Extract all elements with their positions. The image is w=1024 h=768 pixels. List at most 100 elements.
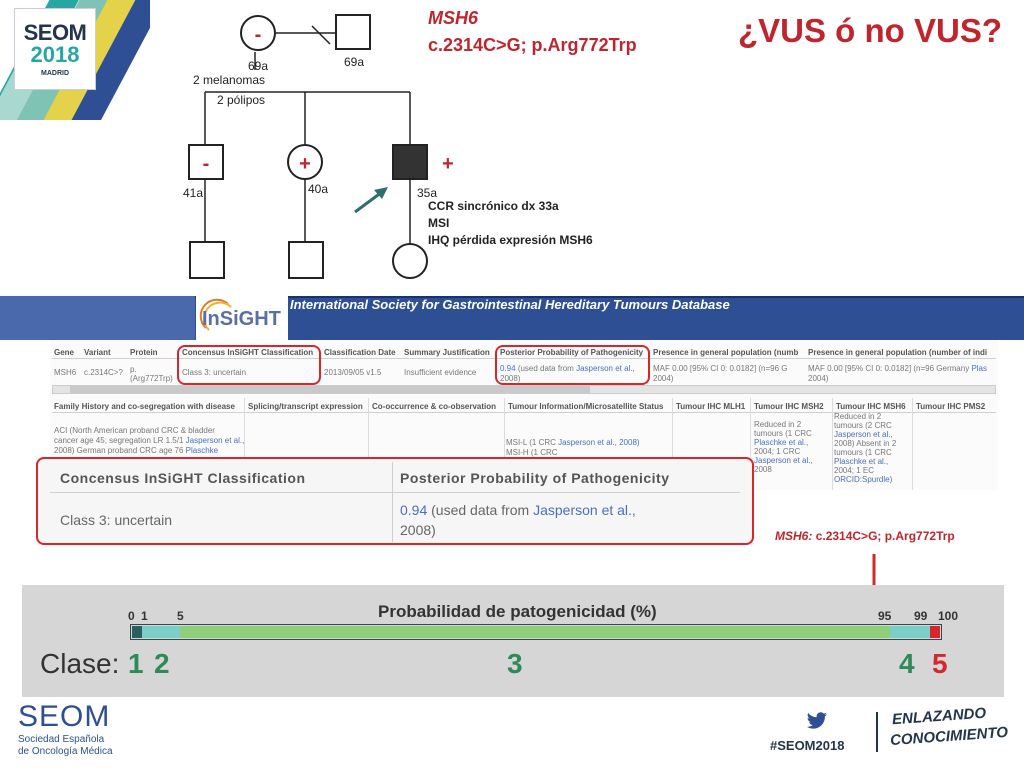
grandchild3-symbol	[392, 243, 428, 279]
td2-family-2-link[interactable]: Jasperson et al.,	[185, 436, 245, 445]
th2-ihc-msh2: Tumour IHC MSH2	[754, 402, 824, 411]
td-justification: Insufficient evidence	[404, 368, 477, 377]
proband-note-ccr: CCR sincrónico dx 33a	[428, 199, 559, 213]
td-presence1b: 2004)	[653, 374, 674, 383]
child2-sign: +	[299, 153, 311, 175]
class-label: Clase:	[40, 648, 120, 679]
highlight-classification	[177, 345, 321, 385]
child1-sign: -	[203, 153, 210, 175]
td-probability: 0.94 (used data from Jasperson et al.,	[500, 364, 635, 373]
variant-label-variant: c.2314C>G; p.Arg772Trp	[815, 529, 955, 543]
footer-slogan-line1: ENLAZANDO	[891, 704, 987, 729]
td2-msh6-4: tumours (1 CRC	[834, 448, 892, 457]
td2-tumour-1-link[interactable]: Jasperson et al., 2008)	[558, 438, 640, 447]
td-protein: p.	[130, 365, 137, 374]
zoom-header-probability: Posterior Probability of Pathogenicity	[400, 470, 670, 486]
td2-tumour-1: MSI-L (1 CRC Jasperson et al., 2008)	[506, 438, 640, 447]
footer-society-line2: de Oncología Médica	[18, 746, 113, 757]
td2-msh6-1: tumours (2 CRC	[834, 421, 892, 430]
td-probability-year: 2008)	[500, 374, 521, 383]
zoom-prob-link[interactable]: Jasperson et al.,	[533, 502, 636, 518]
th2-ihc-pms2: Tumour IHC PMS2	[916, 402, 986, 411]
gene-name: MSH6	[428, 8, 479, 28]
footer-society-line1: Sociedad Española	[18, 734, 105, 745]
segment-class-3	[180, 626, 890, 638]
class-5-label: 5	[932, 648, 948, 679]
grandmother-note-polyps: 2 pólipos	[217, 93, 265, 107]
zoom-probability-value: 0.94 (used data from Jasperson et al.,20…	[400, 500, 740, 540]
insight-logo-text: InSiGHT	[202, 308, 281, 330]
td-classification: Class 3: uncertain	[182, 368, 247, 377]
td2-family-1: ACI (North American proband CRC & bladde…	[54, 426, 215, 435]
td2-msh6-2[interactable]: Jasperson et al.,	[834, 430, 893, 439]
grandmother-note-melanomas: 2 melanomas	[193, 73, 265, 87]
td-presence1: MAF 0.00 [95% CI 0: 0.0182] (n=96 G	[653, 364, 788, 373]
table-scrollbar-thumb[interactable]	[70, 386, 590, 393]
th-probability: Posterior Probability of Pathogenicity	[500, 348, 644, 357]
td2-msh6-6: 2004; 1 EC	[834, 466, 875, 475]
tick-0: 0	[128, 609, 135, 623]
zoom-header-classification: Concensus InSiGHT Classification	[60, 470, 306, 486]
tick-5: 5	[177, 609, 184, 623]
probability-bar	[130, 624, 942, 640]
logo-seom-text: SEOM	[23, 19, 87, 45]
variant-label-gene: MSH6:	[775, 529, 813, 543]
class-4-label: 4	[899, 648, 915, 679]
child1-symbol	[188, 144, 224, 180]
td2-msh6-5[interactable]: Plaschke et al.,	[834, 457, 889, 466]
database-header-left	[0, 296, 195, 340]
td2-family-2-text: cancer age 45; segregation LR 1.5/1	[54, 436, 184, 445]
td2-family-3-link[interactable]: Plaschke	[185, 446, 219, 455]
footer-divider	[876, 712, 878, 752]
footer-slogan-line2: CONOCIMIENTO	[889, 723, 1009, 750]
td-probability-value: 0.94	[500, 364, 516, 373]
proband-sign: +	[442, 153, 454, 175]
grandfather-symbol	[335, 14, 371, 50]
td2-family-3: 2008) German proband CRC age 76 Plaschke	[54, 446, 218, 455]
tick-100: 100	[938, 609, 959, 623]
th-classification: Concensus InSiGHT Classification	[182, 348, 314, 357]
footer-hashtag: #SEOM2018	[770, 738, 845, 753]
grandmother-symbol	[240, 15, 276, 51]
insight-logo: InSiGHT	[196, 296, 288, 340]
th2-ihc-msh6: Tumour IHC MSH6	[836, 402, 906, 411]
td2-msh6-3: 2008) Absent in 2	[834, 439, 897, 448]
logo-city-text: MADRID	[41, 69, 69, 77]
class-1-label: 1	[128, 648, 144, 679]
footer-seom-logo: SEOM	[18, 700, 111, 733]
proband-arrow	[354, 190, 383, 214]
zoomed-classification-panel	[36, 457, 754, 545]
th-gene: Gene	[54, 348, 75, 357]
probability-scale-panel	[22, 585, 1004, 697]
td-variant: c.2314C>?	[84, 368, 123, 377]
td-probability-link[interactable]: Jasperson et al.,	[576, 364, 635, 373]
grandfather-age: 69a	[344, 55, 364, 69]
td2-msh6-7[interactable]: ORCID:Spurdle)	[834, 475, 893, 484]
tick-99: 99	[914, 609, 928, 623]
grandmother-age: 69a	[248, 59, 268, 73]
segment-class-2	[142, 626, 180, 638]
pedigree-chart: - 69a 2 melanomas 2 pólipos 69a - 41a + …	[183, 14, 454, 279]
td2-mlh1-2[interactable]: Plaschke et al.,	[754, 438, 809, 447]
th2-tumour: Tumour Information/Microsatellite Status	[508, 402, 664, 411]
variant-label: MSH6: c.2314C>G; p.Arg772Trp	[775, 529, 955, 543]
grandchild1-symbol	[189, 241, 225, 279]
segment-class-5	[930, 626, 940, 638]
td2-mlh1-4[interactable]: Jasperson et al.,	[754, 456, 813, 465]
zoom-prob-year: 2008)	[400, 522, 436, 538]
th-date: Classification Date	[324, 348, 396, 357]
td2-mlh1-3: 2004; 1 CRC	[754, 447, 801, 456]
zoom-prob-number: 0.94	[400, 502, 428, 518]
class-2-label: 2	[154, 648, 170, 679]
td2-tumour-2: MSI-H (1 CRC	[506, 448, 558, 457]
segment-class-1	[132, 626, 142, 638]
grandmother-sign: -	[255, 24, 262, 46]
th-presence1: Presence in general population (numb	[653, 348, 799, 357]
proband-symbol	[392, 144, 428, 180]
td2-mlh1-5: 2008	[754, 465, 772, 474]
th2-cooccurrence: Co-occurrence & co-observation	[372, 402, 497, 411]
td2-family-3-text: 2008) German proband CRC age 76	[54, 446, 184, 455]
deceased-slash	[311, 25, 331, 45]
td-presence2-link[interactable]: Plas	[971, 364, 987, 373]
highlight-zoom-panel	[36, 457, 754, 545]
